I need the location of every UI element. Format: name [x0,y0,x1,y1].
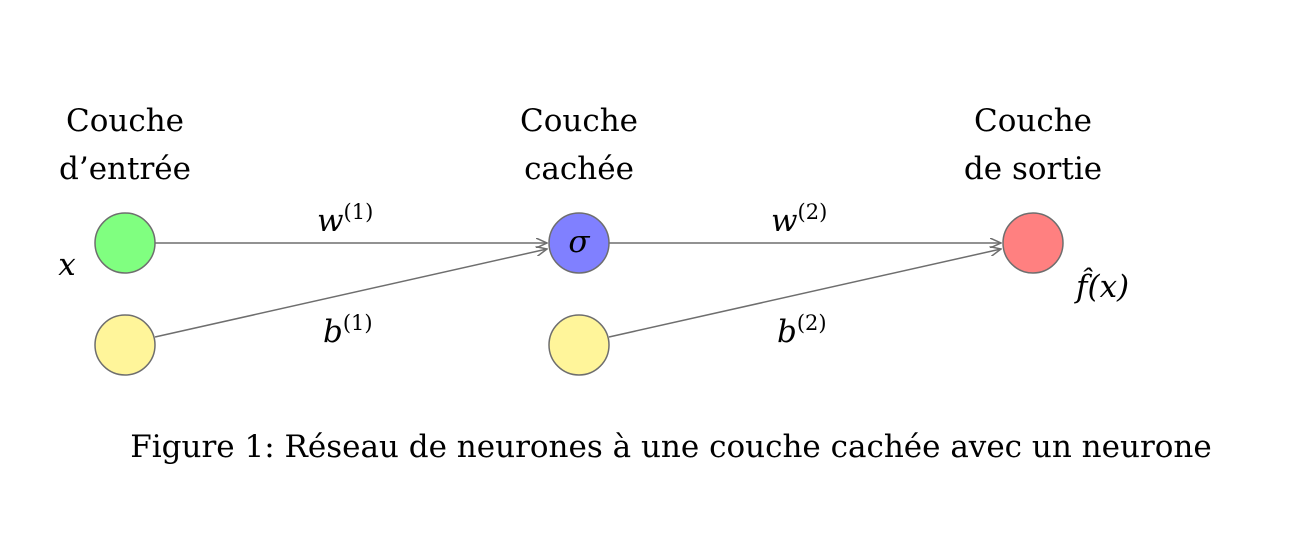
weight-label-w2-base: w [771,203,798,239]
edge-bias1-to-hidden [154,249,547,338]
figure-caption: Figure 1: Réseau de neurones à une couch… [130,429,1212,465]
output-layer-title-line2: de sortie [964,151,1102,187]
hidden-node-sigma: σ [568,224,590,260]
output-layer-title-line1: Couche [974,103,1092,139]
hidden-bias-node [548,314,610,376]
input-node [94,212,156,274]
bias-label-b1-base: b [323,314,343,350]
weight-label-w2-sup: (2) [798,200,828,224]
weight-label-w2: w(2) [771,200,827,239]
bias-label-b1: b(1) [323,311,373,350]
bias-label-b2-base: b [777,314,797,350]
weight-label-w1-base: w [317,203,344,239]
bias-label-b1-sup: (1) [343,311,373,335]
output-node [1002,212,1064,274]
edge-bias2-to-output [608,249,1001,338]
weight-label-w1: w(1) [317,200,373,239]
input-layer-title-line2: d’entrée [59,151,191,187]
bias-label-b2-sup: (2) [797,311,827,335]
hidden-node [548,212,610,274]
input-layer-title-line1: Couche [66,103,184,139]
weight-label-w1-sup: (1) [344,200,374,224]
bias-label-b2: b(2) [777,311,827,350]
hidden-layer-title-line1: Couche [520,103,638,139]
hidden-layer-title-line2: cachée [524,151,634,187]
output-label-f-hat: f̂(x) [1074,266,1129,305]
input-label-x: x [58,247,76,283]
input-bias-node [94,314,156,376]
